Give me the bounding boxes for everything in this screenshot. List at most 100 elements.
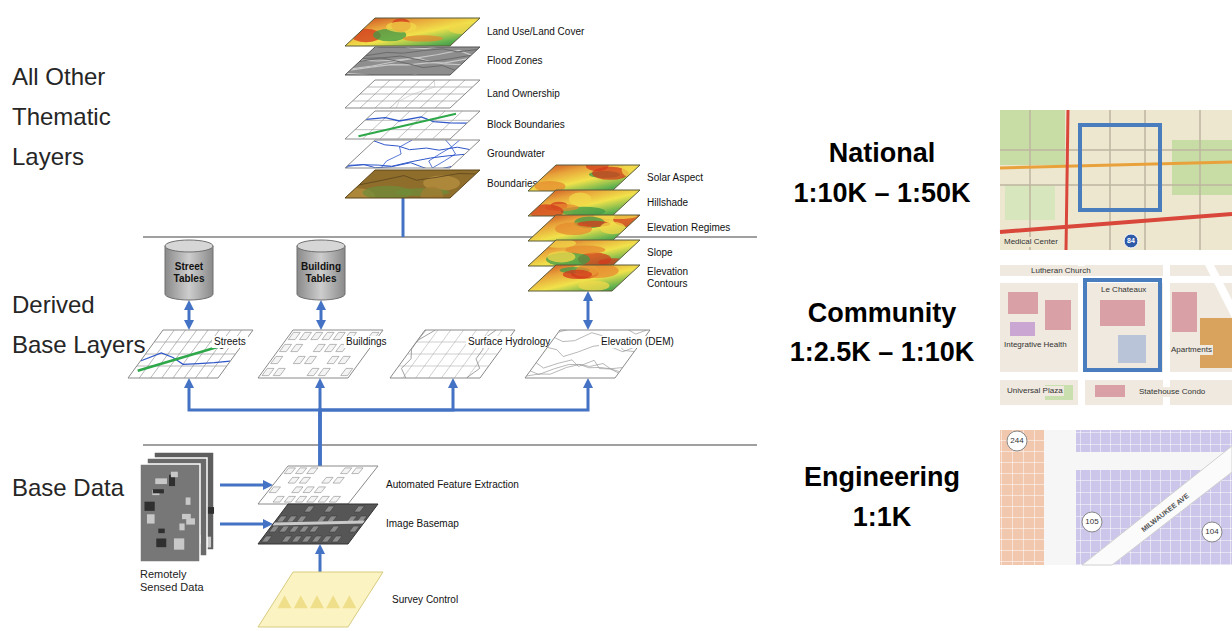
layer-tile (526, 364, 622, 376)
database-cylinder (165, 246, 213, 300)
layer-tile (374, 141, 470, 150)
layer-tile (258, 466, 378, 504)
layer-tile (345, 18, 480, 46)
layer-tile (302, 536, 313, 542)
stack-leader-line (402, 198, 405, 237)
table-label: Street Tables (168, 261, 210, 285)
layer-tile (329, 526, 340, 532)
layer-tile (140, 353, 230, 364)
layer-tile (528, 265, 640, 291)
layer-tile (273, 368, 285, 375)
layer-tile (258, 466, 378, 504)
layer-label: Automated Feature Extraction (384, 479, 521, 491)
layer-tile (287, 516, 298, 522)
data-layer: Elevation (DEM) (525, 330, 650, 378)
community-map (1008, 292, 1038, 314)
layer-label: Buildings (344, 336, 389, 348)
layer-tile (314, 487, 325, 493)
layer-tile (258, 466, 378, 504)
community-map (1095, 385, 1125, 397)
map-label: Lutheran Church (1030, 266, 1092, 276)
national-map (1066, 110, 1068, 250)
layer-tile (345, 140, 480, 168)
layer-tile (347, 163, 452, 171)
data-layer: Hillshade (528, 190, 640, 216)
layer-tile (528, 190, 640, 216)
layer-tile (365, 120, 470, 121)
layer-tile (284, 496, 295, 502)
photo-stack (186, 518, 195, 524)
photo-stack (156, 538, 166, 547)
layer-tile (318, 368, 330, 375)
tier-separator (143, 236, 757, 238)
layer-tile (333, 477, 344, 483)
map-label: Integrative Health (1003, 340, 1068, 350)
layer-label: Survey Control (390, 594, 460, 606)
layer-tile (386, 21, 417, 32)
map-label: Apartments (1170, 345, 1213, 355)
photo-stack (144, 502, 154, 511)
layer-tile (560, 264, 619, 291)
remote-sensing-images: Remotely Sensed Data (140, 452, 220, 596)
layer-tile (355, 129, 460, 130)
layer-tile (403, 35, 443, 41)
layer-tile (292, 536, 303, 542)
stack-leader-line (403, 198, 404, 237)
national-map (1000, 214, 1232, 232)
tier-separator (143, 237, 757, 445)
map-label: Universal Plaza (1006, 386, 1064, 396)
layer-label: Land Ownership (485, 88, 562, 100)
layer-tile (528, 240, 640, 266)
layer-tile (258, 504, 378, 544)
layer-tile (322, 536, 333, 542)
flow-arrow (320, 307, 323, 323)
layer-tile (289, 526, 300, 532)
national-map (1000, 162, 1232, 168)
layer-tile (282, 536, 293, 542)
data-layer: Slope (528, 240, 640, 266)
layer-tile (327, 516, 338, 522)
layer-tile (517, 161, 641, 193)
data-layer: Automated Feature Extraction (258, 466, 378, 504)
flow-arrow (220, 523, 266, 526)
layer-tile (359, 174, 476, 185)
layer-tile (342, 595, 356, 608)
community-map (1010, 322, 1035, 336)
layer-tile (312, 536, 323, 542)
data-layer: Solar Aspect (528, 165, 640, 191)
photo-stack (182, 514, 191, 519)
engineering-map (1007, 431, 1027, 451)
layer-tile (421, 187, 443, 205)
scale-name: Engineering (772, 461, 992, 493)
layer-tile (528, 265, 640, 291)
layer-tile (278, 595, 292, 608)
layer-tile (273, 496, 284, 502)
layer-tile (345, 111, 480, 139)
layer-tile (345, 140, 480, 168)
layer-tile (307, 368, 319, 375)
layer-tile (352, 468, 363, 474)
tier-label: Derived Base Layers (12, 285, 147, 365)
data-layer: Survey Control (258, 572, 383, 627)
layer-tile (381, 140, 412, 168)
layer-tile (345, 47, 480, 75)
table-label: Building Tables (300, 261, 342, 285)
layer-tile (528, 215, 640, 241)
national-map (1000, 110, 1232, 250)
layer-tile (258, 504, 378, 544)
layer-label: Surface Hydrology (466, 336, 552, 348)
layer-tile (309, 526, 320, 532)
photo-stack (147, 514, 155, 523)
layer-tile (307, 496, 318, 502)
photo-stack (140, 452, 220, 564)
database-cylinder (297, 246, 345, 300)
layer-tile (363, 186, 412, 200)
layer-tile (305, 356, 317, 363)
layer-label: Land Use/Land Cover (485, 26, 586, 38)
layer-tile (429, 140, 452, 168)
layer-tile (398, 111, 428, 139)
layer-tile (345, 80, 480, 108)
national-map (1000, 110, 1232, 250)
layer-tile (325, 344, 337, 351)
